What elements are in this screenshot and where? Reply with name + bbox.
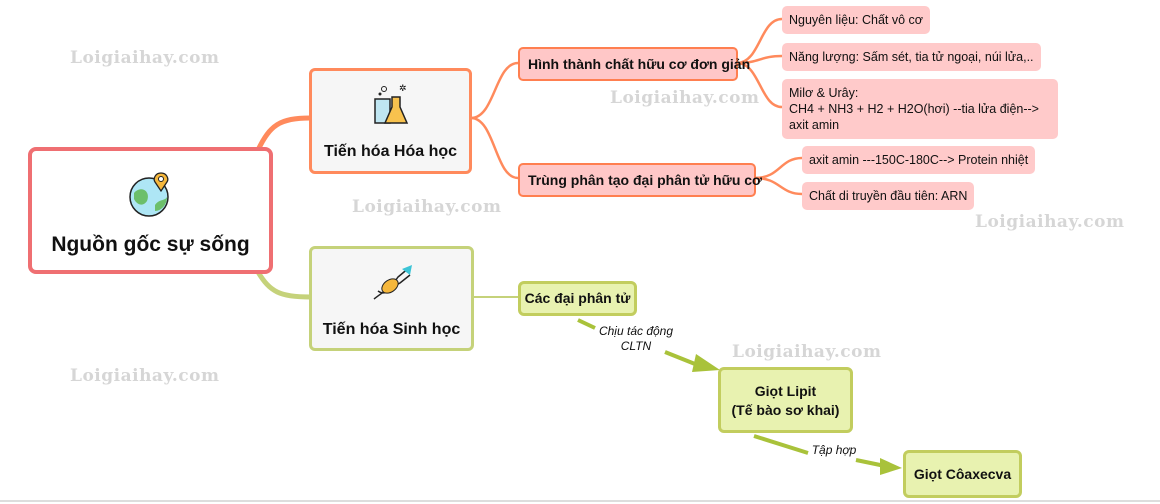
watermark: Loigiaihay.com bbox=[70, 48, 220, 68]
watermark: Loigiaihay.com bbox=[70, 366, 220, 386]
node-lipid-droplet[interactable]: Giọt Lipit (Tế bào sơ khai) bbox=[718, 367, 853, 433]
leaf-protein[interactable]: axit amin ---150C-180C--> Protein nhiệt bbox=[802, 146, 1036, 174]
watermark: Loigiaihay.com bbox=[732, 342, 882, 362]
branch-chemical-evolution[interactable]: ✲ Tiến hóa Hóa học bbox=[309, 68, 472, 174]
leaf-rna[interactable]: Chất di truyền đầu tiên: ARN bbox=[802, 182, 975, 210]
leaf-raw-materials[interactable]: Nguyên liệu: Chất vô cơ bbox=[782, 6, 930, 34]
branch-title: Tiến hóa Hóa học bbox=[323, 143, 458, 160]
root-node[interactable]: Nguồn gốc sự sống bbox=[28, 147, 273, 274]
edge-label-natural-selection: Chịu tác động CLTN bbox=[598, 324, 674, 353]
root-title: Nguồn gốc sự sống bbox=[51, 233, 250, 256]
chemistry-flask-icon: ✲ bbox=[374, 83, 409, 124]
node-coacervate[interactable]: Giọt Côaxecva bbox=[903, 450, 1022, 498]
svg-text:✲: ✲ bbox=[399, 83, 407, 93]
leaf-line: CH4 + NH3 + H2 + H2O(hơi) --tia lửa điện… bbox=[789, 102, 1039, 132]
leaf-energy[interactable]: Năng lượng: Sấm sét, tia tử ngoại, núi l… bbox=[782, 43, 1041, 71]
watermark: Loigiaihay.com bbox=[610, 88, 760, 108]
watermark: Loigiaihay.com bbox=[352, 197, 502, 217]
node-macromolecules[interactable]: Các đại phân tử bbox=[518, 281, 637, 316]
node-polymerization[interactable]: Trùng phân tạo đại phân tử hữu cơ bbox=[518, 163, 762, 197]
watermark: Loigiaihay.com bbox=[975, 212, 1125, 232]
branch-title: Tiến hóa Sinh học bbox=[322, 321, 461, 338]
node-line: (Tế bào sơ khai) bbox=[731, 402, 840, 418]
leaf-miller-urey[interactable]: Milơ & Urây: CH4 + NH3 + H2 + H2O(hơi) -… bbox=[782, 79, 1058, 139]
node-simple-organics[interactable]: Hình thành chất hữu cơ đơn giản bbox=[518, 47, 750, 81]
edge-label-aggregate: Tập hợp bbox=[811, 443, 857, 457]
node-line: Giọt Lipit bbox=[754, 383, 817, 399]
leaf-line: Milơ & Urây: bbox=[789, 86, 859, 100]
dna-icon bbox=[373, 265, 412, 300]
globe-pin-icon bbox=[129, 172, 169, 217]
branch-biological-evolution[interactable]: Tiến hóa Sinh học bbox=[309, 246, 474, 351]
